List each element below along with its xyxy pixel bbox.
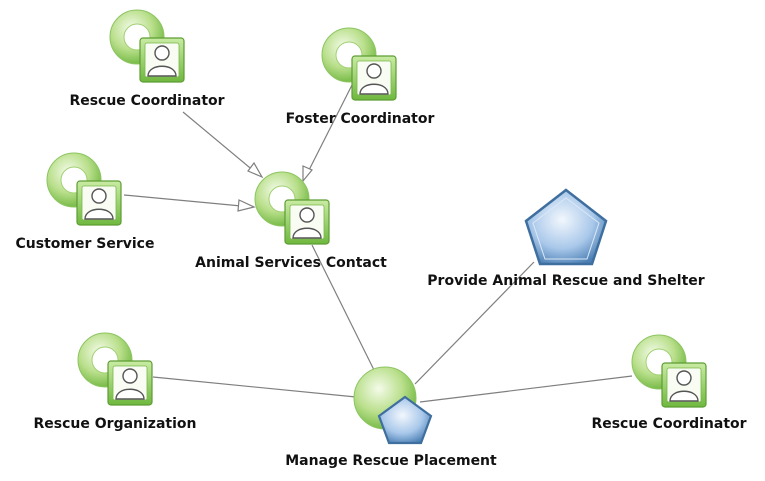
goal-pentagon-inner (532, 197, 600, 260)
node-label: Customer Service (16, 236, 155, 252)
edge-rescue-coordinator-to-animal-services (182, 111, 256, 173)
node-label: Rescue Coordinator (69, 93, 224, 109)
process-pentagon-icon (377, 395, 433, 445)
edge-rescue-organization-to-manage-rescue (152, 376, 357, 398)
edge-foster-coordinator-to-animal-services (305, 84, 353, 177)
generalization-arrowhead (237, 199, 256, 212)
role-icon (46, 152, 122, 226)
role-icon (109, 9, 185, 83)
generalization-arrowhead (302, 165, 313, 183)
node-rescue-organization[interactable]: Rescue Organization (34, 332, 197, 432)
edge-goal-to-manage-rescue (414, 261, 535, 385)
role-icon (254, 171, 330, 245)
node-label: Rescue Coordinator (591, 416, 746, 432)
node-label: Rescue Organization (34, 416, 197, 432)
edge-customer-service-to-animal-services (123, 194, 253, 208)
node-rescue-coordinator-right[interactable]: Rescue Coordinator (591, 334, 747, 432)
node-rescue-coordinator-top[interactable]: Rescue Coordinator (69, 9, 225, 109)
edge-rescue-coordinator-2-to-manage-rescue (419, 375, 633, 403)
node-label: Foster Coordinator (286, 111, 435, 127)
node-provide-animal-rescue-and-shelter[interactable]: Provide Animal Rescue and Shelter (427, 188, 705, 289)
node-customer-service[interactable]: Customer Service (16, 152, 155, 252)
node-manage-rescue-placement[interactable]: Manage Rescue Placement (285, 366, 497, 469)
connector-layer (123, 84, 633, 403)
node-label: Animal Services Contact (195, 255, 387, 271)
edge-animal-services-to-manage-rescue (311, 244, 376, 373)
role-icon (77, 332, 153, 406)
goal-pentagon-icon (524, 188, 608, 266)
generalization-arrowhead (247, 161, 264, 179)
role-icon (631, 334, 707, 408)
node-foster-coordinator[interactable]: Foster Coordinator (286, 27, 435, 127)
role-icon (321, 27, 397, 101)
node-label: Provide Animal Rescue and Shelter (427, 273, 704, 289)
node-label: Manage Rescue Placement (285, 453, 497, 469)
node-animal-services-contact[interactable]: Animal Services Contact (195, 171, 387, 271)
